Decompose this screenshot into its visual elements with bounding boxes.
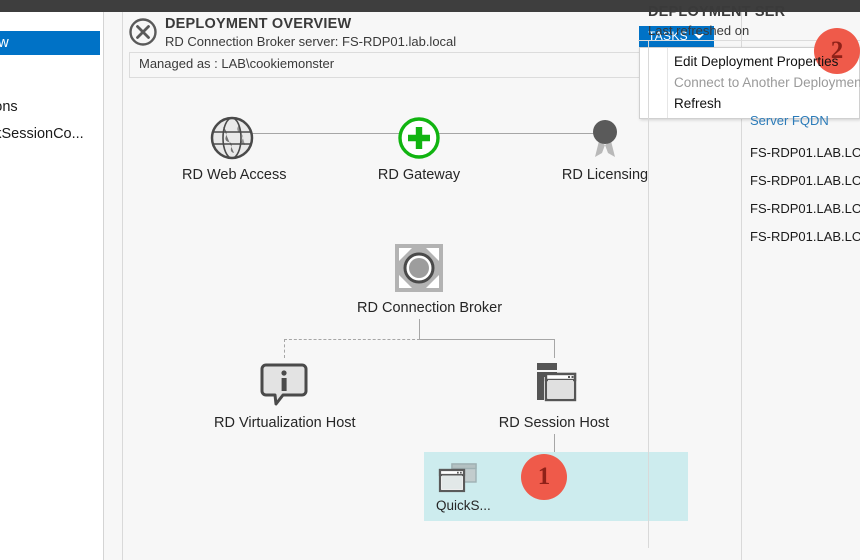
collection-windows-icon (438, 462, 478, 494)
node-rd-gateway[interactable]: RD Gateway (369, 115, 469, 183)
node-rd-web-access[interactable]: RD Web Access (182, 115, 282, 183)
connector-sessionhost-horizontal (419, 339, 554, 341)
tasks-dropdown-menu[interactable]: Edit Deployment Properties Connect to An… (639, 47, 860, 119)
green-plus-circle-icon (396, 115, 442, 161)
sidebar-item-overview-label: iew (0, 35, 9, 51)
broker-arrows-circle-icon (393, 242, 445, 294)
sidebar-item-overview[interactable]: iew (0, 31, 100, 55)
sidebar: iew rs tions ckSessionCo... (0, 12, 104, 560)
menu-item-refresh[interactable]: Refresh (640, 93, 859, 114)
table-row[interactable]: FS-RDP01.LAB.LOCAL (750, 173, 860, 188)
content-left-divider (122, 12, 123, 560)
info-bubble-icon (259, 359, 309, 409)
sidebar-item-servers[interactable]: rs (0, 67, 100, 91)
page-title: DEPLOYMENT OVERVIEW (165, 16, 351, 32)
node-rd-virtualization-host-label: RD Virtualization Host (214, 415, 354, 431)
node-rd-gateway-label: RD Gateway (369, 167, 469, 183)
deployment-overview-icon (129, 18, 157, 46)
connector-virthost-horizontal (284, 339, 420, 341)
table-row[interactable]: FS-RDP01.LAB.LOCAL (750, 229, 860, 244)
award-ribbon-icon (582, 115, 628, 161)
connector-virthost-stub (284, 339, 286, 358)
collection-tile-label: QuickS... (436, 498, 491, 513)
table-row[interactable]: FS-RDP01.LAB.LOCAL (750, 201, 860, 216)
sidebar-item-quicksessioncollection[interactable]: ckSessionCo... (0, 122, 100, 146)
node-rd-virtualization-host[interactable]: RD Virtualization Host (214, 359, 354, 431)
page-subtitle: RD Connection Broker server: FS-RDP01.la… (165, 34, 456, 49)
servers-panel-last-refreshed: Last refreshed on (648, 23, 749, 38)
sidebar-item-collections-label: tions (0, 99, 18, 115)
callout-badge-1: 1 (521, 454, 567, 500)
servers-panel-title: DEPLOYMENT SER (648, 4, 785, 20)
connector-sessionhost-stub (554, 339, 556, 358)
node-rd-connection-broker[interactable]: RD Connection Broker (357, 242, 481, 316)
node-rd-session-host[interactable]: RD Session Host (494, 359, 614, 431)
sidebar-item-collections[interactable]: tions (0, 95, 100, 119)
menu-item-connect-to-another-deployment: Connect to Another Deployment (640, 72, 859, 93)
node-rd-session-host-label: RD Session Host (494, 415, 614, 431)
session-host-window-icon (529, 359, 579, 409)
menu-item-edit-deployment-properties[interactable]: Edit Deployment Properties (640, 51, 859, 72)
table-row[interactable]: FS-RDP01.LAB.LOCAL (750, 145, 860, 160)
sidebar-item-quicksessioncollection-label: ckSessionCo... (0, 126, 84, 142)
globe-icon (209, 115, 255, 161)
node-rd-web-access-label: RD Web Access (182, 167, 282, 183)
managed-as-text: Managed as : LAB\cookiemonster (139, 56, 334, 71)
column-header-server-fqdn[interactable]: Server FQDN (750, 113, 829, 128)
node-rd-connection-broker-label: RD Connection Broker (357, 300, 481, 316)
connector-broker-down (419, 319, 421, 339)
